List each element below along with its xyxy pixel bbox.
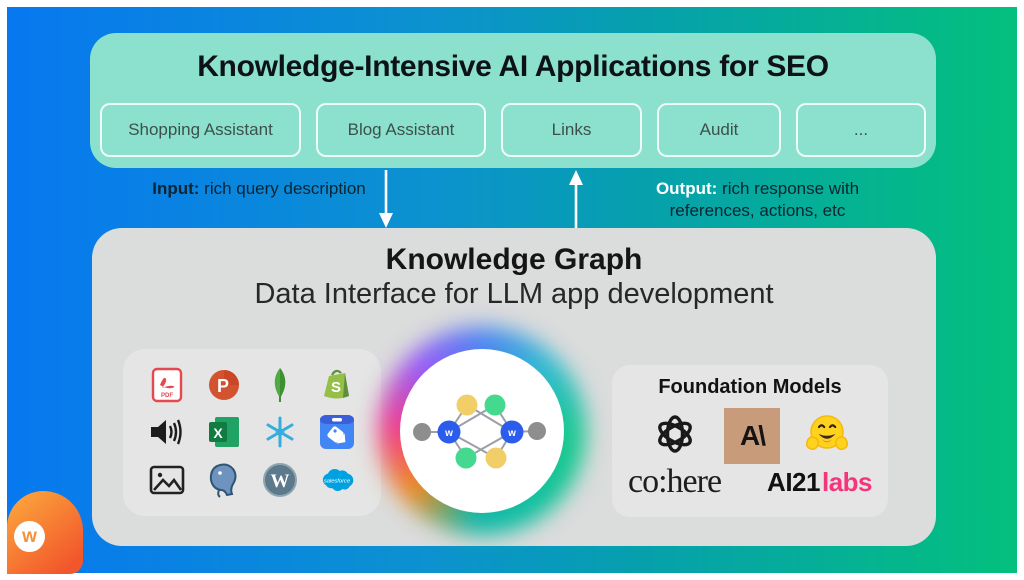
weaviate-node-letter: w xyxy=(444,428,453,439)
postgresql-icon xyxy=(205,461,243,499)
openai-icon xyxy=(650,409,700,464)
shopify-icon: S xyxy=(318,366,356,404)
wordpress-icon: W xyxy=(261,461,299,499)
input-note: Input: rich query description xyxy=(148,178,370,200)
ai21-black: AI21 xyxy=(767,466,820,497)
graph-node-green xyxy=(484,394,506,416)
up-arrow-icon xyxy=(569,170,583,228)
graph-node-gray xyxy=(528,422,546,440)
data-sources-card: PDF P xyxy=(123,349,381,516)
pill-shopping-assistant: Shopping Assistant xyxy=(100,103,301,157)
output-label: Output: xyxy=(655,179,718,198)
pill-blog-assistant: Blog Assistant xyxy=(316,103,486,157)
weaviate-letter: w xyxy=(22,525,37,547)
ai21labs-wordmark: AI21labs xyxy=(767,467,872,498)
audio-speaker-icon xyxy=(148,413,186,451)
graph-disc: w w xyxy=(400,349,564,513)
pdf-label: PDF xyxy=(161,393,173,399)
applications-panel: Knowledge-Intensive AI Applications for … xyxy=(90,33,936,168)
weaviate-graph-icon: w w xyxy=(413,394,546,469)
snowflake-icon xyxy=(261,413,299,451)
graph-node-weaviate xyxy=(500,420,524,444)
foundation-models-wordmarks: co:here AI21labs xyxy=(612,463,888,501)
knowledge-graph-panel: Knowledge Graph Data Interface for LLM a… xyxy=(92,228,936,546)
weaviate-logo-icon: w xyxy=(14,521,45,552)
down-arrow-icon xyxy=(379,170,393,228)
foundation-models-logos: A\ xyxy=(612,405,888,467)
applications-title: Knowledge-Intensive AI Applications for … xyxy=(197,50,829,83)
output-note: Output: rich response with references, a… xyxy=(615,178,900,222)
excel-letter: X xyxy=(213,425,223,441)
anthropic-mark: A\ xyxy=(740,420,766,451)
wordpress-letter: W xyxy=(271,471,290,492)
cohere-wordmark: co:here xyxy=(628,463,722,500)
application-pills: Shopping Assistant Blog Assistant Links … xyxy=(100,103,926,157)
graph-node-yellow xyxy=(485,447,507,469)
powerpoint-icon: P xyxy=(205,366,243,404)
graph-node-yellow xyxy=(456,394,478,416)
anthropic-icon: A\ xyxy=(724,408,780,464)
huggingface-icon xyxy=(804,411,850,462)
weaviate-brand-blob: w xyxy=(7,491,83,574)
foundation-models-card: Foundation Models A\ xyxy=(612,365,888,517)
excel-icon: X xyxy=(205,413,243,451)
pill-label: Audit xyxy=(699,120,739,139)
image-placeholder-icon xyxy=(148,461,186,499)
graph-node-gray xyxy=(413,423,431,441)
powerpoint-letter: P xyxy=(217,376,229,396)
shopify-letter: S xyxy=(331,379,341,396)
pill-audit: Audit xyxy=(657,103,781,157)
ai21-pink: labs xyxy=(821,466,873,497)
pill-links: Links xyxy=(501,103,642,157)
pill-label: Blog Assistant xyxy=(347,120,455,139)
pill-label: Links xyxy=(551,120,592,139)
pill-label: Shopping Assistant xyxy=(128,120,273,139)
input-label: Input: xyxy=(152,179,200,198)
pill-label: ... xyxy=(853,120,869,139)
input-text: rich query description xyxy=(199,179,366,198)
knowledge-graph-title: Knowledge Graph xyxy=(385,243,643,276)
product-tag-icon xyxy=(318,413,356,451)
salesforce-wordmark: salesforce xyxy=(324,479,350,485)
graph-node-weaviate xyxy=(437,420,461,444)
knowledge-graph-subtitle: Data Interface for LLM app development xyxy=(254,278,774,310)
salesforce-icon: salesforce xyxy=(318,461,356,499)
graph-node-green xyxy=(455,447,477,469)
pdf-file-icon: PDF xyxy=(148,366,186,404)
weaviate-node-letter: w xyxy=(507,428,516,439)
mongodb-icon xyxy=(261,366,299,404)
foundation-models-title: Foundation Models xyxy=(658,376,842,398)
output-text: rich response with references, actions, … xyxy=(669,179,860,220)
pill-more: ... xyxy=(796,103,926,157)
